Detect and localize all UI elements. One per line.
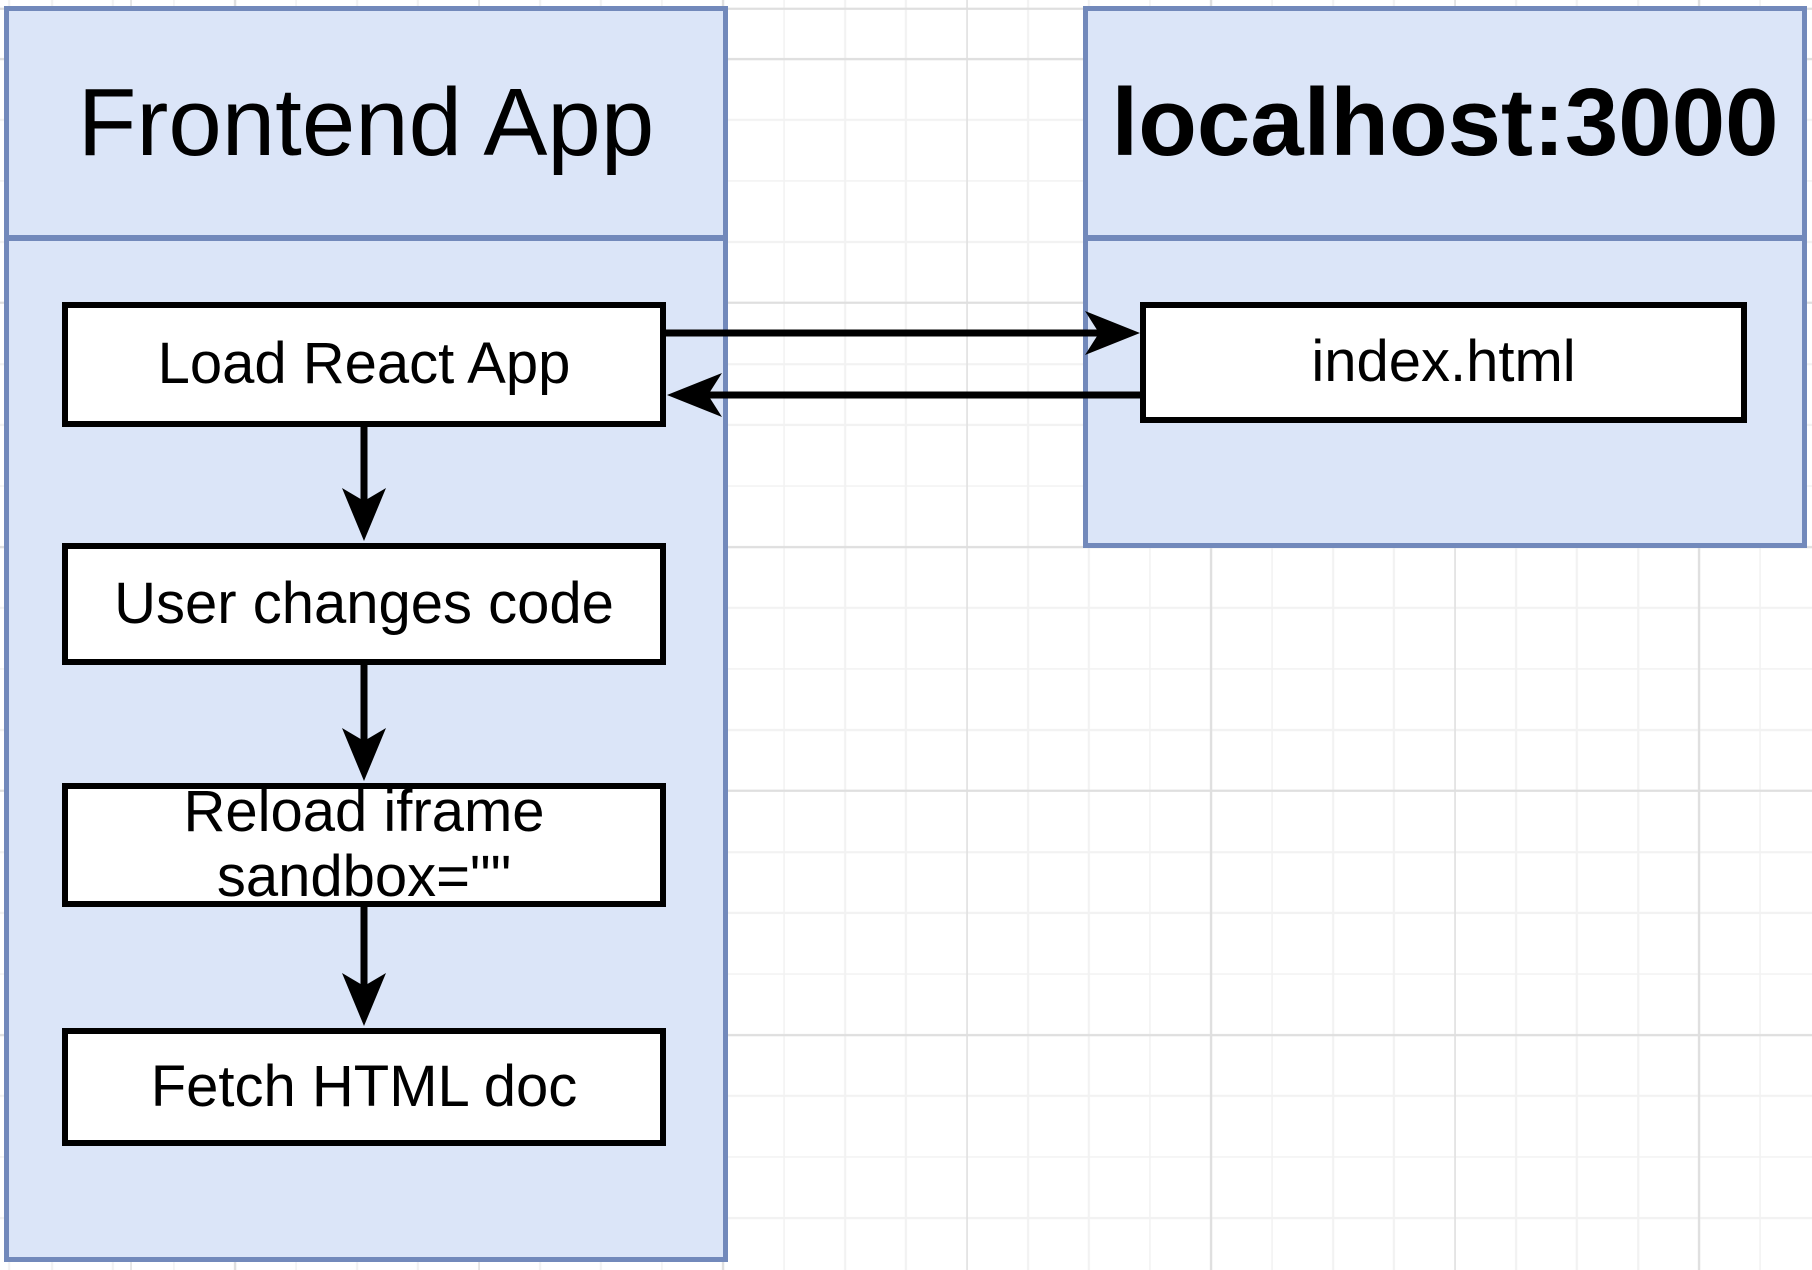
container-frontend-app-title: Frontend App xyxy=(9,11,723,241)
node-index-html-label: index.html xyxy=(1311,329,1576,395)
node-fetch-html-doc: Fetch HTML doc xyxy=(62,1028,666,1146)
container-localhost-3000: localhost:3000 xyxy=(1083,6,1807,548)
node-load-react-app-label: Load React App xyxy=(157,331,571,397)
edge-index-to-load-react-arrow xyxy=(667,373,1143,417)
node-load-react-app: Load React App xyxy=(62,302,666,427)
node-reload-iframe-sandbox-label: Reload iframe sandbox="" xyxy=(183,779,545,909)
node-index-html: index.html xyxy=(1140,302,1747,423)
node-fetch-html-doc-label: Fetch HTML doc xyxy=(150,1053,578,1119)
node-reload-iframe-sandbox: Reload iframe sandbox="" xyxy=(62,779,666,909)
node-user-changes-code-label: User changes code xyxy=(114,570,614,636)
edge-load-react-to-index-arrow xyxy=(662,311,1140,355)
node-user-changes-code: User changes code xyxy=(62,543,666,665)
container-localhost-3000-title: localhost:3000 xyxy=(1088,11,1802,241)
